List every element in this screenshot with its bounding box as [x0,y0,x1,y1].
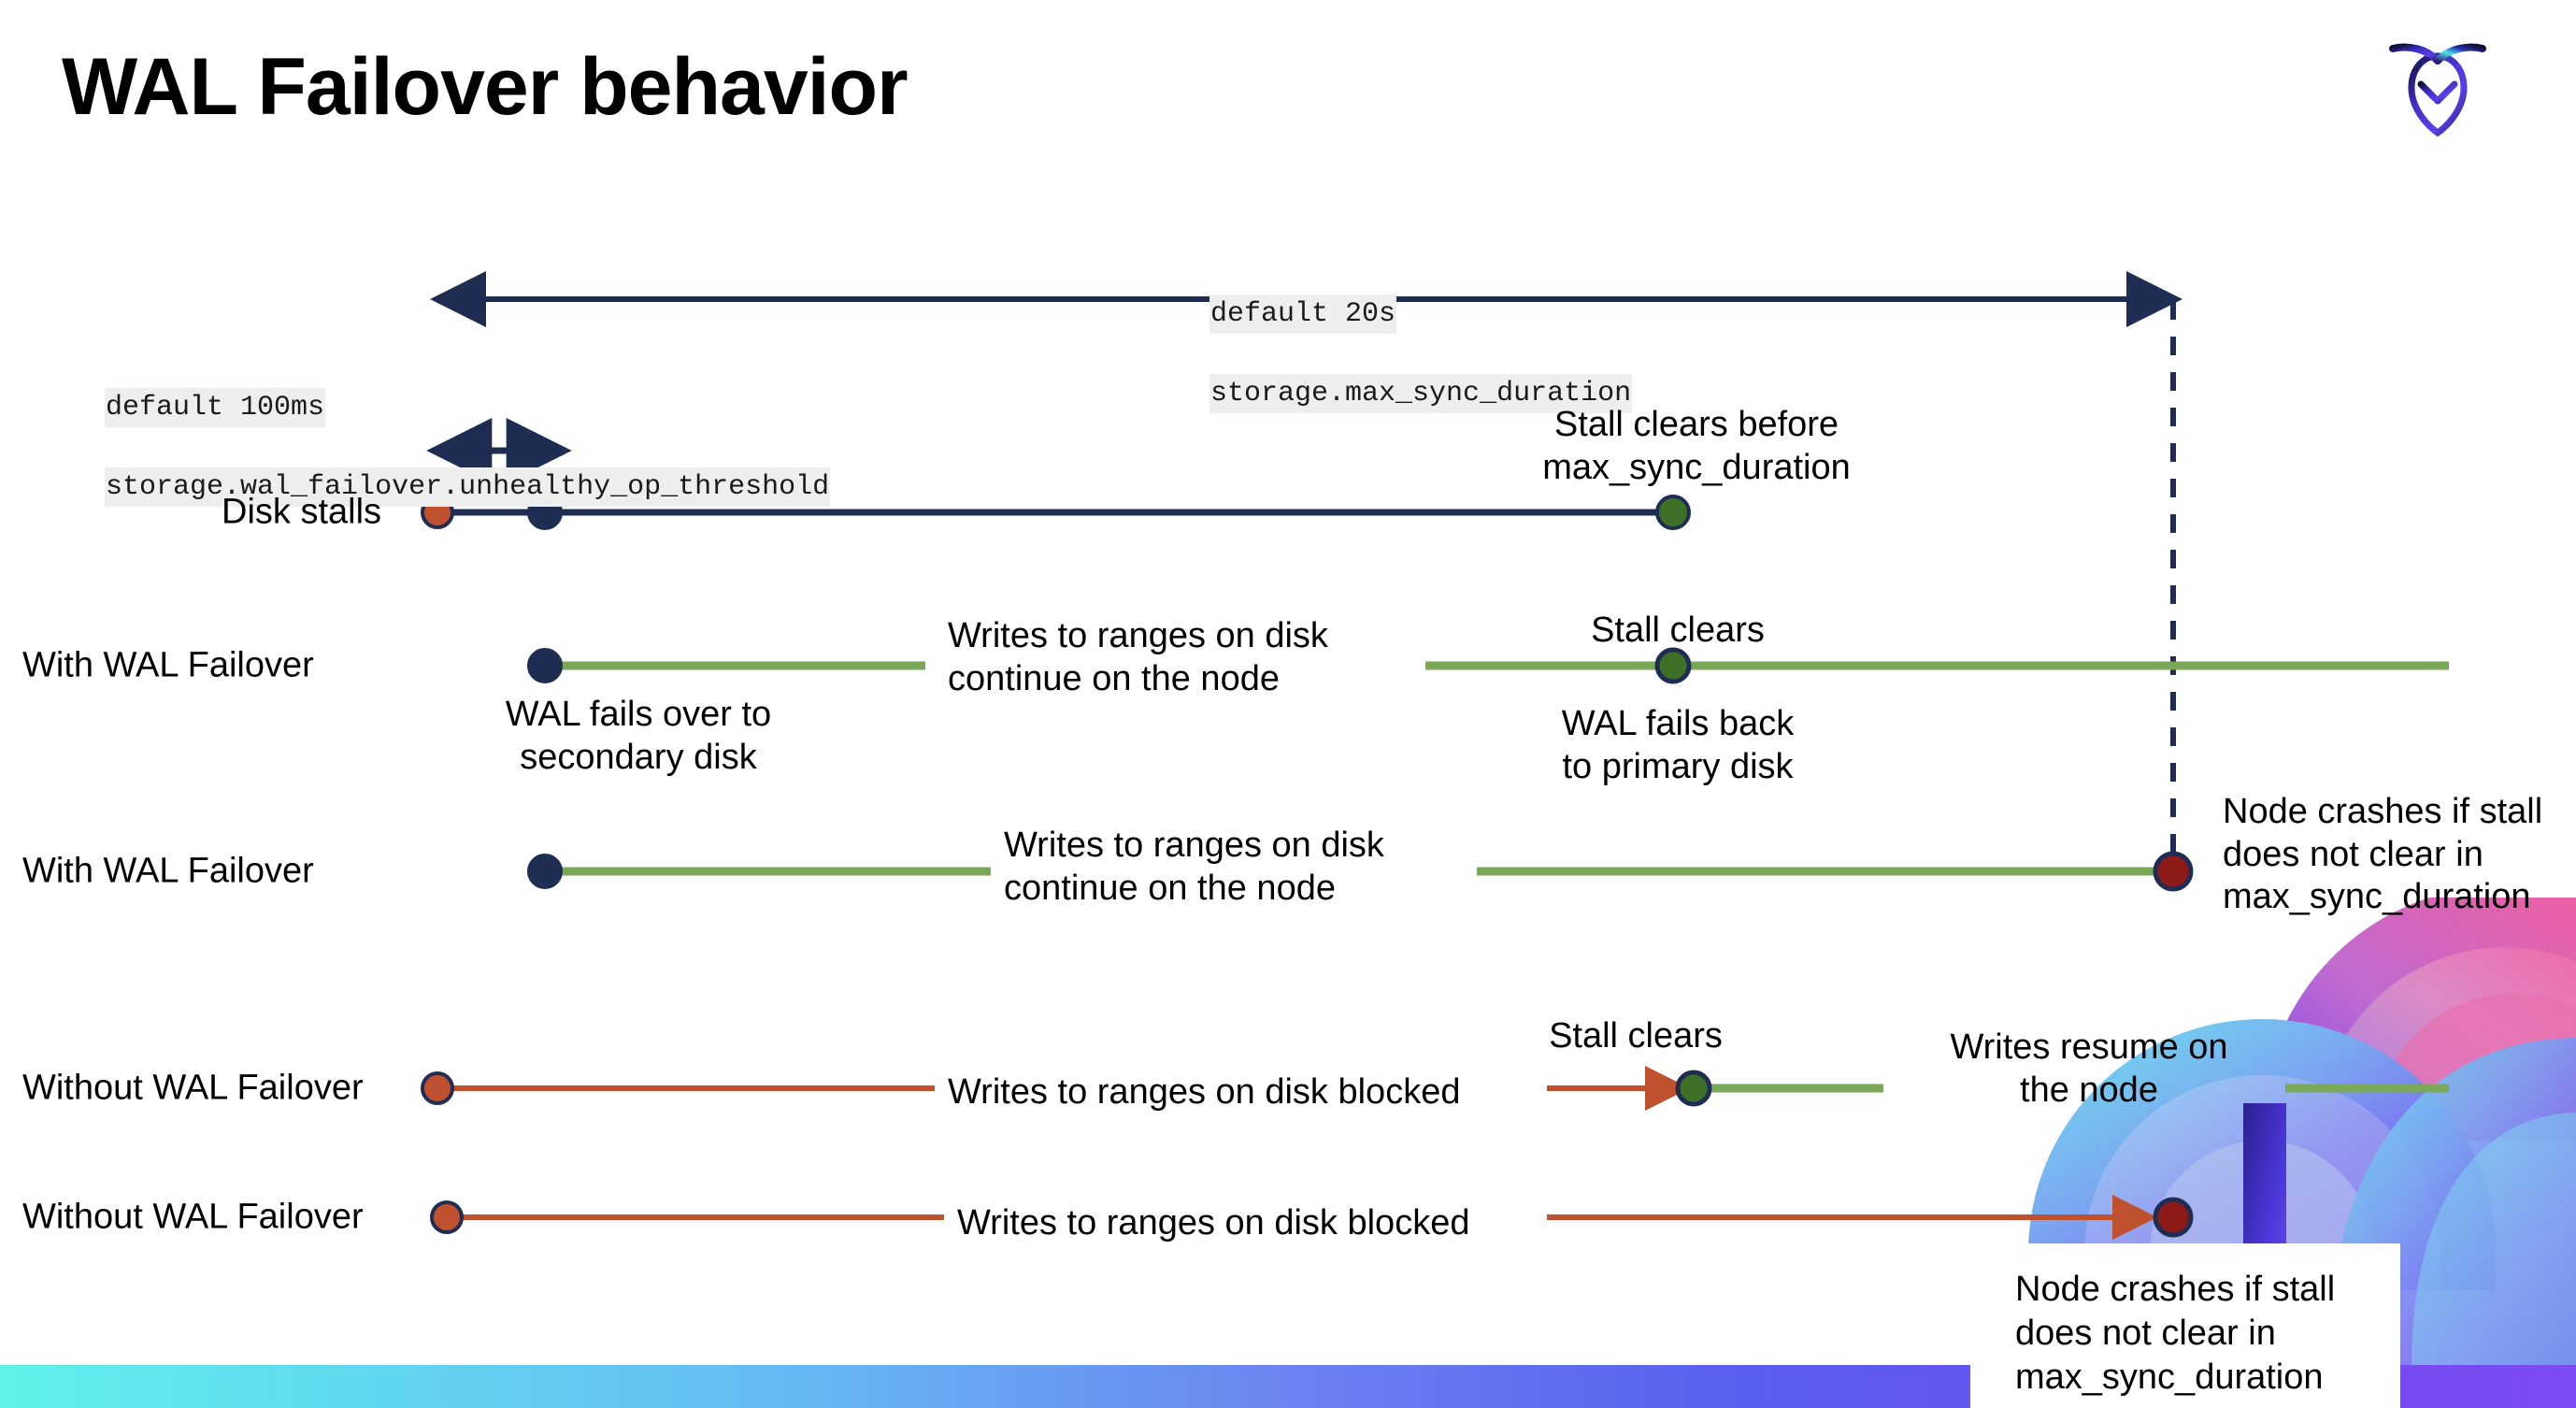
unhealthy-op-setting-text: storage.wal_failover.unhealthy_op_thresh… [105,467,831,508]
row-with-wal-failover-crashes-track [527,851,2194,892]
annot-node-crashes-row5: Node crashes if stall does not clear in … [2015,1270,2336,1398]
row-without-wal-failover-recovers-track [421,1066,2449,1111]
annot-writes-continue-row2: Writes to ranges on disk continue on the… [948,616,1328,698]
stall-clear-dot [1655,495,1691,530]
page-title: WAL Failover behavior [62,42,909,132]
row-without-wal-failover-crashes-track [430,1195,2194,1240]
node-crash-dot [2153,1197,2194,1238]
stall-clear-dot [1675,1070,1712,1107]
failover-start-dot [527,648,563,683]
failover-start-dot [527,854,563,889]
max-sync-default-text: default 20s [1209,294,1397,335]
row-label-with-wal-failover-1: With WAL Failover [22,645,314,685]
stall-start-dot [421,1071,454,1105]
max-sync-duration-setting-label: default 20s storage.max_sync_duration [1142,254,1633,453]
annot-wal-fails-over-secondary: WAL fails over to secondary disk [505,695,772,777]
annot-writes-blocked-row4: Writes to ranges on disk blocked [948,1072,1461,1112]
annot-stall-clears-row4: Stall clears [1549,1016,1723,1056]
row-label-with-wal-failover-2: With WAL Failover [22,851,314,891]
max-sync-setting-text: storage.max_sync_duration [1209,373,1633,414]
row-with-wal-failover-recovers-track [527,647,2449,684]
row-label-disk-stalls: Disk stalls [222,492,382,532]
node-crash-callout-box: Node crashes if stall does not clear in … [1970,1243,2400,1408]
annot-stall-clears-before-max-sync: Stall clears before max_sync_duration [1542,405,1851,487]
unhealthy-op-threshold-setting-label: default 100ms storage.wal_failover.unhea… [37,348,831,547]
annot-writes-continue-row3: Writes to ranges on disk continue on the… [1004,826,1384,908]
annot-wal-fails-back-primary: WAL fails back to primary disk [1561,704,1795,786]
unhealthy-op-default-text: default 100ms [105,387,326,428]
annot-node-crashes-row3: Node crashes if stall does not clear in … [2223,792,2543,917]
node-crash-dot [2153,851,2194,892]
row-label-without-wal-failover-2: Without WAL Failover [22,1197,364,1237]
annot-stall-clears-row2: Stall clears [1591,611,1765,650]
annot-writes-blocked-row5: Writes to ranges on disk blocked [957,1203,1470,1243]
stall-start-dot [430,1200,464,1234]
cockroachdb-logo-icon [2382,30,2494,140]
row-label-without-wal-failover-1: Without WAL Failover [22,1068,364,1108]
stall-clear-dot [1654,647,1692,684]
annot-writes-resume-row4: Writes resume on the node [1950,1027,2228,1110]
